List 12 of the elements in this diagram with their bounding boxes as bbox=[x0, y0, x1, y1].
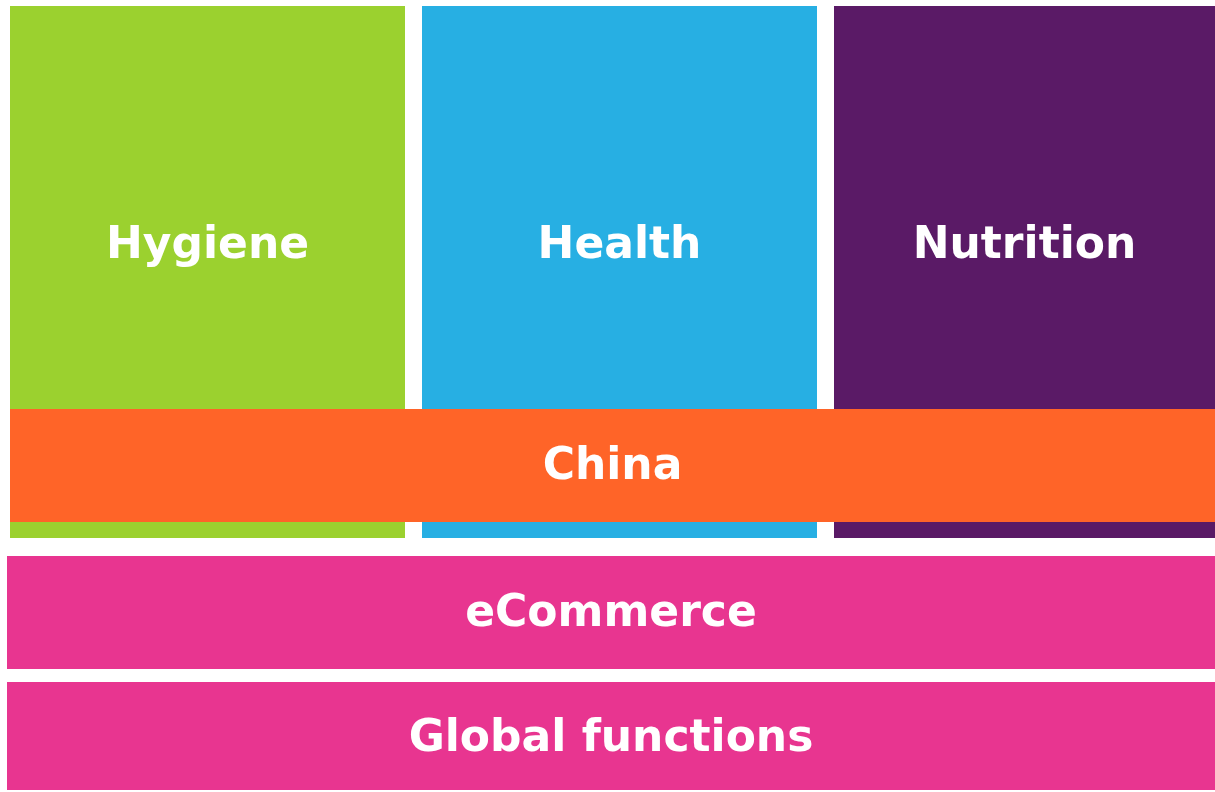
category-label: Hygiene bbox=[105, 217, 310, 268]
category-band bbox=[7, 556, 1215, 669]
category-column bbox=[834, 6, 1215, 409]
category-band bbox=[7, 682, 1215, 790]
category-label: Global functions bbox=[408, 710, 814, 761]
category-label: Health bbox=[537, 217, 702, 268]
category-band bbox=[10, 409, 1215, 522]
category-column bbox=[10, 6, 405, 409]
category-label: China bbox=[542, 438, 683, 489]
category-label: eCommerce bbox=[465, 585, 757, 636]
category-column bbox=[422, 6, 817, 409]
category-label: Nutrition bbox=[912, 217, 1137, 268]
